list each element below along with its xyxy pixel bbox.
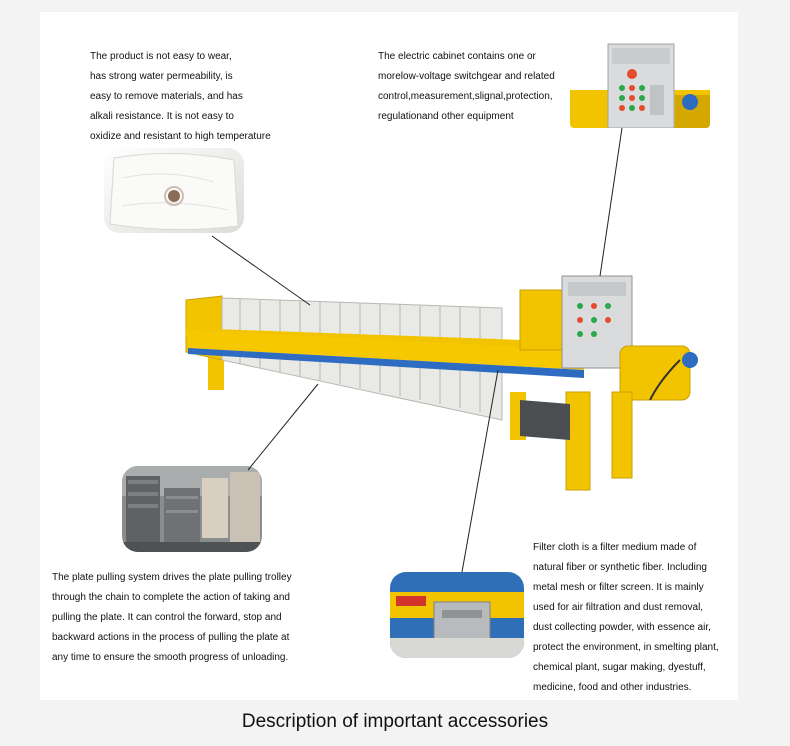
- plate-stack-image: [122, 466, 262, 552]
- plate-pulling-trolley-photo: [390, 572, 524, 658]
- electric-cabinet-image: [570, 43, 710, 128]
- plate-pulling-description: The plate pulling system drives the plat…: [52, 572, 292, 663]
- plate-stack-photo: [122, 466, 262, 552]
- filter-plate-description: The product is not easy to wear, has str…: [90, 51, 271, 142]
- filter-plate-closeup-image: [104, 148, 244, 233]
- electric-cabinet-photo: [570, 40, 710, 128]
- page-caption: Description of important accessories: [241, 711, 549, 732]
- plate-pulling-trolley-image: [390, 572, 524, 658]
- filter-cloth-description: Filter cloth is a filter medium made of …: [533, 542, 719, 693]
- electric-cabinet-description: The electric cabinet contains one or mor…: [378, 51, 555, 122]
- filter-plate-closeup-photo: [104, 148, 244, 233]
